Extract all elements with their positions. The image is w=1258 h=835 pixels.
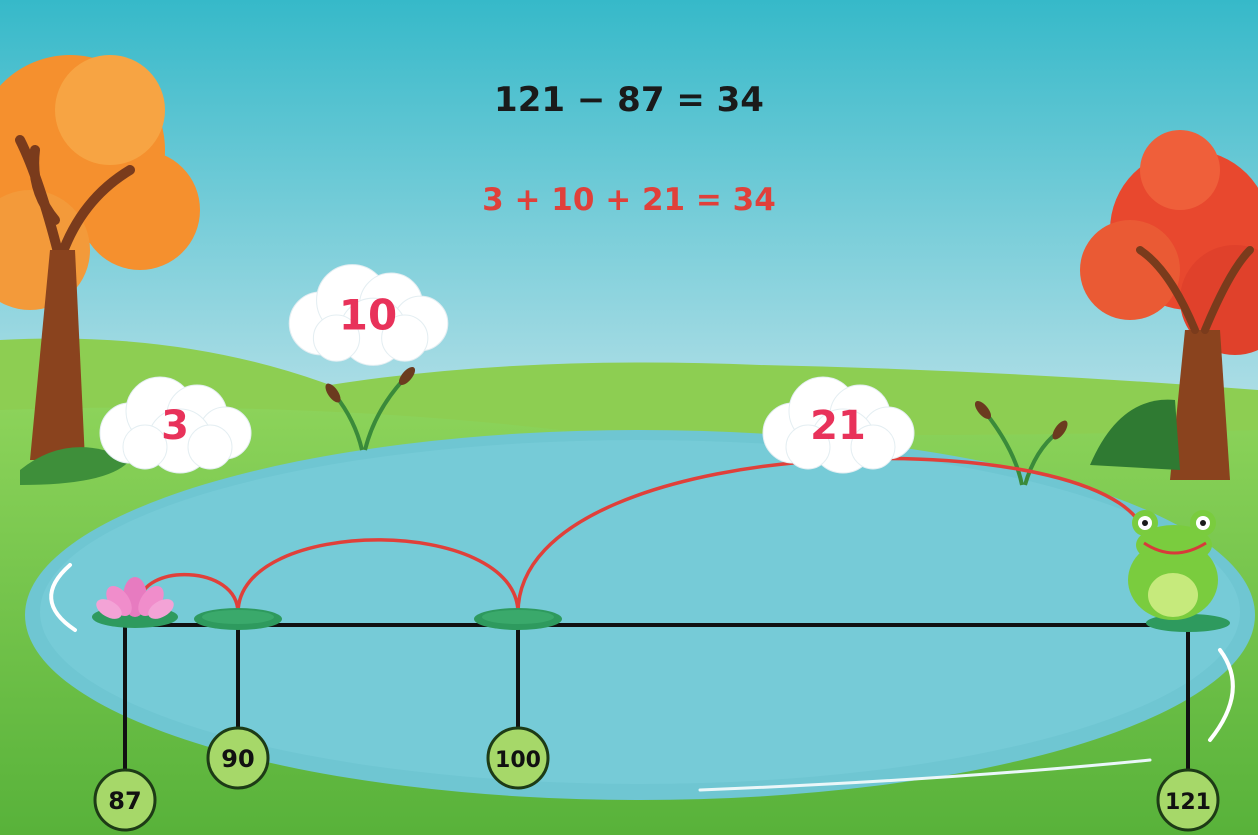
jump-cloud-21: 21 bbox=[762, 376, 915, 474]
jump-cloud-10: 10 bbox=[288, 264, 449, 366]
number-text: 121 bbox=[1165, 790, 1211, 815]
point-labels: 87 90 100 121 bbox=[93, 726, 1220, 832]
lily-pad-icon bbox=[474, 608, 562, 630]
point-markers bbox=[92, 510, 1230, 632]
number-label-90: 90 bbox=[206, 726, 270, 790]
number-line-drops bbox=[123, 625, 1190, 772]
number-label-100: 100 bbox=[486, 726, 550, 790]
pond-ripple-left bbox=[49, 563, 77, 632]
jump-clouds: 3 10 21 bbox=[99, 264, 915, 474]
pond-ripple-bottom bbox=[698, 758, 1152, 792]
right-tree bbox=[1080, 130, 1258, 480]
number-label-121: 121 bbox=[1156, 768, 1220, 832]
lotus-flower-icon bbox=[92, 577, 178, 628]
steps-equation: 3 + 10 + 21 = 34 bbox=[482, 182, 776, 218]
main-equation: 121 − 87 = 34 bbox=[494, 80, 764, 120]
cattail-right bbox=[974, 400, 1068, 486]
frog-icon bbox=[1128, 510, 1230, 632]
pond-shine bbox=[40, 440, 1240, 784]
lily-pad-icon bbox=[194, 608, 282, 630]
jump-size-text: 21 bbox=[810, 403, 866, 449]
cattail-left bbox=[325, 366, 416, 451]
jump-cloud-3: 3 bbox=[99, 376, 252, 474]
number-text: 90 bbox=[221, 745, 254, 773]
jump-size-text: 3 bbox=[161, 403, 189, 449]
jump-arc-10 bbox=[236, 538, 520, 614]
number-label-87: 87 bbox=[93, 768, 157, 832]
pond-ripple-right bbox=[1208, 648, 1235, 742]
left-tree bbox=[0, 55, 200, 485]
jump-size-text: 10 bbox=[339, 291, 397, 340]
number-text: 87 bbox=[108, 787, 141, 815]
number-text: 100 bbox=[495, 748, 541, 773]
